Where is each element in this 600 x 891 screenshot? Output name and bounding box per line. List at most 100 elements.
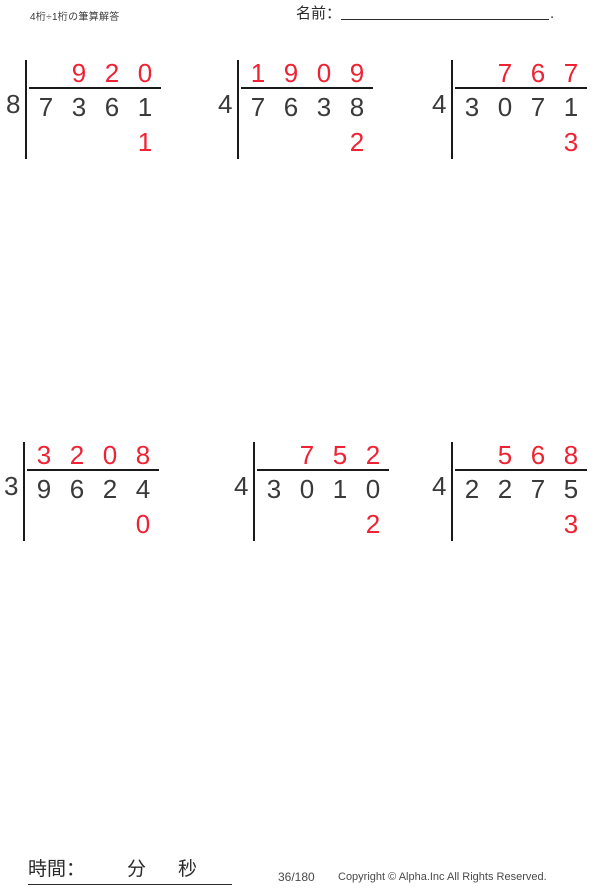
dividend-row-3: 3 0 7 1 <box>455 87 588 125</box>
quotient-digit: 0 <box>316 58 332 88</box>
remainder-digit: 2 <box>365 509 381 539</box>
remainder-row-4: 0 <box>27 507 159 541</box>
dividend-row-2: 7 6 3 8 <box>241 87 374 125</box>
name-input-line[interactable] <box>341 19 550 20</box>
dividend-digit: 6 <box>104 92 120 122</box>
dividend-digit: 7 <box>250 92 266 122</box>
remainder-row-3: 3 <box>455 125 587 159</box>
dividend-digit: 1 <box>563 92 579 122</box>
quotient-digit: 5 <box>332 440 348 470</box>
remainder-digit: 2 <box>349 127 365 157</box>
dividend-digit: 6 <box>69 474 85 504</box>
quotient-digit: 7 <box>497 58 513 88</box>
quotient-row-2: 1 9 0 9 <box>241 60 373 87</box>
quotient-digit: 1 <box>250 58 266 88</box>
dividend-digit: 3 <box>464 92 480 122</box>
quotient-row-4: 3 2 0 8 <box>27 442 159 469</box>
dividend-digit: 3 <box>316 92 332 122</box>
quotient-digit: 7 <box>563 58 579 88</box>
dividend-digit: 8 <box>349 92 365 122</box>
divisor-2: 4 <box>218 89 233 119</box>
name-label: 名前： <box>296 5 342 22</box>
division-bracket-4: 3 2 0 8 9 6 2 4 0 <box>23 442 160 541</box>
dividend-digit: 1 <box>332 474 348 504</box>
remainder-digit: 3 <box>563 509 579 539</box>
quotient-row-1: 9 2 0 <box>29 60 161 87</box>
copyright-notice: Copyright © Alpha.Inc All Rights Reserve… <box>338 871 547 883</box>
quotient-digit: 0 <box>102 440 118 470</box>
quotient-digit: 3 <box>36 440 52 470</box>
divisor-5: 4 <box>234 471 249 501</box>
dividend-digit: 7 <box>530 474 546 504</box>
dividend-digit: 9 <box>36 474 52 504</box>
dividend-row-1: 7 3 6 1 <box>29 87 162 125</box>
page-number: 36/180 <box>278 870 315 884</box>
dividend-digit: 6 <box>283 92 299 122</box>
remainder-row-5: 2 <box>257 507 389 541</box>
division-bracket-5: 7 5 2 3 0 1 0 2 <box>253 442 390 541</box>
remainder-digit: 0 <box>135 509 151 539</box>
quotient-digit: 8 <box>563 440 579 470</box>
quotient-digit: 0 <box>137 58 153 88</box>
quotient-digit: 2 <box>104 58 120 88</box>
quotient-digit <box>257 442 290 469</box>
time-seconds-unit: 秒 <box>178 859 198 880</box>
division-bracket-1: 9 2 0 7 3 6 1 1 <box>25 60 162 159</box>
quotient-row-6: 5 6 8 <box>455 442 587 469</box>
dividend-digit: 3 <box>71 92 87 122</box>
quotient-digit: 9 <box>349 58 365 88</box>
division-problem-1: 8 9 2 0 7 3 6 1 1 <box>6 60 162 159</box>
division-bracket-3: 7 6 7 3 0 7 1 3 <box>451 60 588 159</box>
time-minutes-unit: 分 <box>127 859 147 880</box>
divisor-3: 4 <box>432 89 447 119</box>
quotient-digit: 9 <box>71 58 87 88</box>
division-bracket-6: 5 6 8 2 2 7 5 3 <box>451 442 588 541</box>
division-problem-3: 4 7 6 7 3 0 7 1 3 <box>432 60 588 159</box>
dividend-row-6: 2 2 7 5 <box>455 469 588 507</box>
dividend-digit: 7 <box>530 92 546 122</box>
time-label: 時間： <box>28 859 86 880</box>
dividend-digit: 0 <box>365 474 381 504</box>
divisor-4: 3 <box>4 471 19 501</box>
quotient-digit: 6 <box>530 440 546 470</box>
name-end-mark: . <box>550 5 555 22</box>
remainder-digit: 1 <box>137 127 153 157</box>
quotient-digit: 7 <box>299 440 315 470</box>
quotient-row-3: 7 6 7 <box>455 60 587 87</box>
remainder-row-2: 2 <box>241 125 373 159</box>
quotient-digit: 2 <box>365 440 381 470</box>
dividend-digit: 3 <box>266 474 282 504</box>
quotient-digit <box>455 442 488 469</box>
quotient-row-5: 7 5 2 <box>257 442 389 469</box>
quotient-digit <box>29 60 62 87</box>
division-problem-5: 4 7 5 2 3 0 1 0 2 <box>234 442 390 541</box>
remainder-row-1: 1 <box>29 125 161 159</box>
division-problem-2: 4 1 9 0 9 7 6 3 8 2 <box>218 60 374 159</box>
remainder-digit: 3 <box>563 127 579 157</box>
quotient-digit: 6 <box>530 58 546 88</box>
quotient-digit: 8 <box>135 440 151 470</box>
division-problem-6: 4 5 6 8 2 2 7 5 3 <box>432 442 588 541</box>
dividend-digit: 0 <box>497 92 513 122</box>
name-field: 名前： . <box>296 5 554 23</box>
dividend-digit: 2 <box>102 474 118 504</box>
dividend-digit: 7 <box>38 92 54 122</box>
dividend-row-4: 9 6 2 4 <box>27 469 160 507</box>
division-problem-4: 3 3 2 0 8 9 6 2 4 0 <box>4 442 160 541</box>
divisor-6: 4 <box>432 471 447 501</box>
quotient-digit: 5 <box>497 440 513 470</box>
dividend-digit: 1 <box>137 92 153 122</box>
dividend-digit: 2 <box>497 474 513 504</box>
page-title: 4桁÷1桁の筆算解答 <box>30 12 120 23</box>
quotient-digit: 9 <box>283 58 299 88</box>
quotient-digit: 2 <box>69 440 85 470</box>
dividend-row-5: 3 0 1 0 <box>257 469 390 507</box>
divisor-1: 8 <box>6 89 21 119</box>
remainder-row-6: 3 <box>455 507 587 541</box>
dividend-digit: 4 <box>135 474 151 504</box>
dividend-digit: 2 <box>464 474 480 504</box>
dividend-digit: 5 <box>563 474 579 504</box>
division-bracket-2: 1 9 0 9 7 6 3 8 2 <box>237 60 374 159</box>
quotient-digit <box>455 60 488 87</box>
time-field: 時間： 分 秒 <box>28 858 232 885</box>
